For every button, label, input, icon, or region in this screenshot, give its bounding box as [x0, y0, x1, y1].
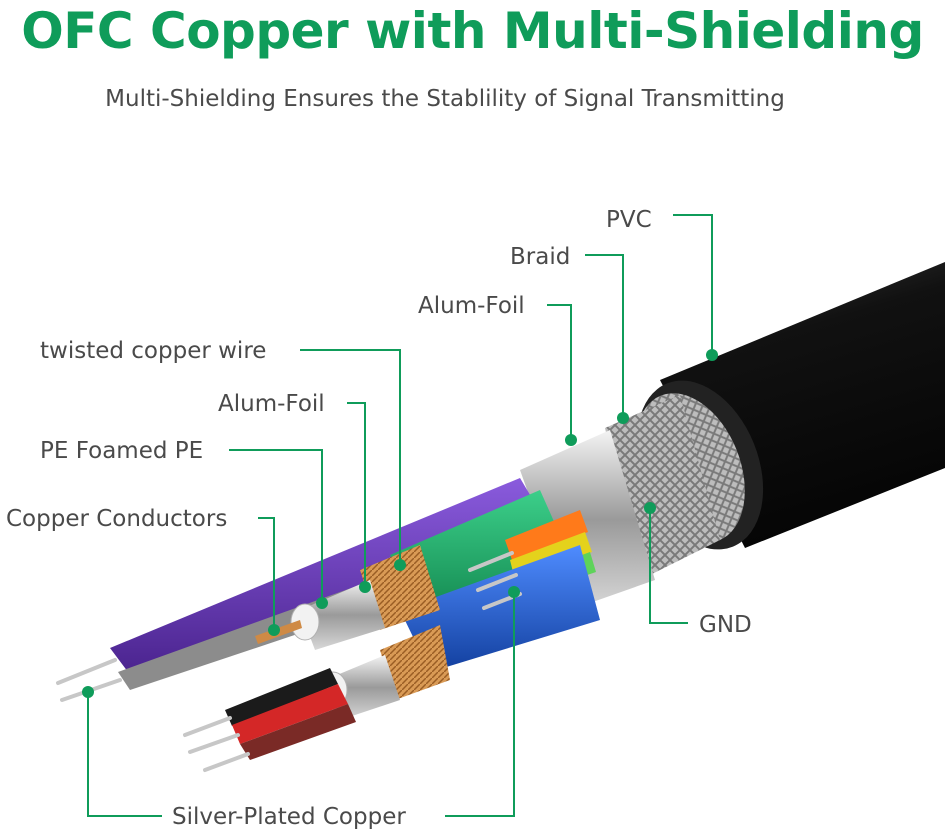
label-twisted-copper-wire: twisted copper wire: [40, 338, 266, 364]
lower-copper-braid: [380, 625, 450, 700]
silver-plated-right-callout: [445, 592, 515, 817]
label-braid: Braid: [510, 244, 570, 270]
label-pe-foamed-pe: PE Foamed PE: [40, 438, 203, 464]
orange-wire: [505, 510, 588, 560]
twisted-copper-callout: [300, 349, 401, 565]
copper-conductors-callout: [258, 517, 275, 630]
label-silver-plated-copper: Silver-Plated Copper: [172, 804, 406, 830]
braid-callout: [585, 254, 624, 418]
page-subtitle: Multi-Shielding Ensures the Stablility o…: [105, 86, 785, 112]
gnd-callout: [649, 508, 688, 624]
callout-lines: [87, 214, 713, 817]
red-wire: [232, 684, 348, 744]
blue-jacket: [400, 545, 600, 672]
silver-plated-left-callout: [87, 692, 162, 817]
page-title: OFC Copper with Multi-Shielding: [21, 2, 924, 60]
copper-braid-inner: [360, 545, 440, 630]
label-pvc: PVC: [606, 207, 652, 233]
alum-foil-inner-callout: [347, 402, 366, 587]
label-alum-foil-outer: Alum-Foil: [418, 293, 525, 319]
purple-wire: [110, 478, 545, 672]
label-alum-foil-inner: Alum-Foil: [218, 391, 325, 417]
pe-foamed-callout: [229, 449, 323, 603]
brown-wire: [240, 704, 356, 760]
inner-alum-foil: [300, 580, 385, 650]
outer-alum-foil: [520, 430, 655, 610]
callout-dots: [82, 349, 718, 698]
black-wire: [225, 668, 338, 726]
label-copper-conductors: Copper Conductors: [6, 506, 227, 532]
pe-foam: [290, 603, 320, 641]
label-gnd: GND: [699, 612, 752, 638]
alum-foil-outer-callout: [547, 304, 572, 440]
pvc-callout: [673, 214, 713, 355]
